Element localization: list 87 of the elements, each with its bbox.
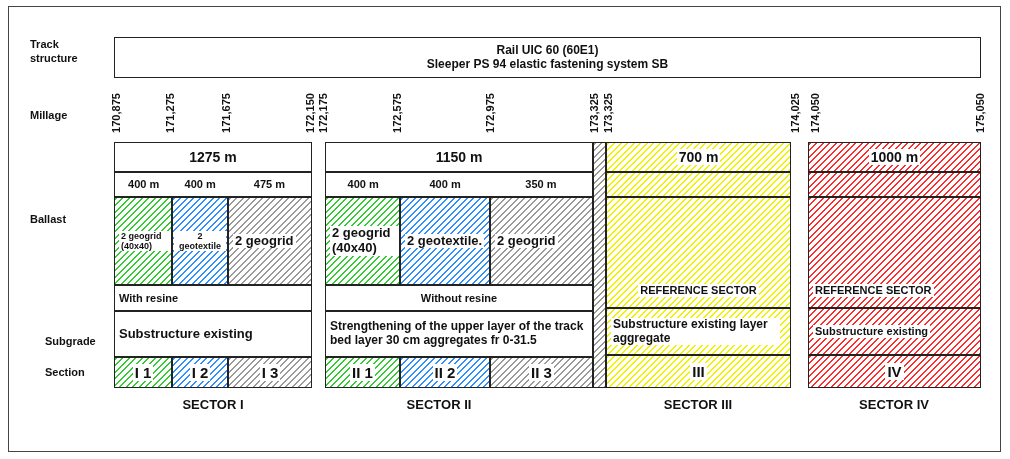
row-label: Subgrade bbox=[45, 335, 96, 347]
table-cell bbox=[325, 311, 593, 357]
table-cell bbox=[172, 357, 228, 388]
table-cell bbox=[114, 311, 312, 357]
table-cell bbox=[325, 197, 400, 285]
mileage-value: 173,325 bbox=[587, 92, 601, 135]
cell-text: II 3 bbox=[529, 363, 554, 382]
length-text: 475 m bbox=[252, 178, 287, 191]
length-text: 400 m bbox=[183, 178, 217, 191]
cell-text: III bbox=[690, 362, 707, 381]
track-spec-text: Sleeper PS 94 elastic fastening system SB bbox=[426, 57, 669, 72]
table-cell bbox=[400, 197, 490, 285]
cell-text: 2 geogrid bbox=[495, 233, 558, 249]
hatched-strip bbox=[593, 142, 606, 388]
table-cell bbox=[114, 142, 312, 172]
cell-text: I 2 bbox=[189, 363, 211, 382]
table-cell bbox=[114, 172, 312, 197]
cell-text: 2 geogrid bbox=[233, 233, 296, 249]
row-label: Section bbox=[45, 366, 85, 378]
cell-text: 700 m bbox=[676, 148, 721, 166]
length-text: 350 m bbox=[524, 178, 558, 191]
table-cell bbox=[114, 37, 981, 78]
cell-text: 2 geogrid (40x40) bbox=[330, 226, 399, 256]
cell-text: IV bbox=[885, 362, 904, 381]
table-cell bbox=[606, 142, 791, 172]
cell-text: Strengthening of the upper layer of the track bed layer 30 cm aggregates fr 0-31.5 bbox=[330, 320, 585, 348]
cell-text: 1275 m bbox=[189, 148, 237, 166]
table-cell bbox=[114, 357, 172, 388]
table-cell bbox=[400, 357, 490, 388]
cell-text: Substructure existing bbox=[119, 326, 253, 342]
cell-text: Substructure existing bbox=[813, 325, 931, 338]
table-cell bbox=[808, 355, 981, 388]
cell-text: REFERENCE SECTOR bbox=[638, 284, 759, 297]
mileage-value: 172,975 bbox=[483, 92, 497, 135]
row-label: Ballast bbox=[30, 213, 67, 225]
cell-text: I 3 bbox=[259, 363, 281, 382]
table-cell bbox=[325, 357, 400, 388]
cell-text: Substructure existing layer aggregate bbox=[611, 317, 780, 346]
cell-text: II 1 bbox=[350, 363, 375, 382]
table-cell bbox=[490, 357, 593, 388]
track-spec-text: Rail UIC 60 (60E1) bbox=[496, 43, 599, 58]
mileage-value: 173,325 bbox=[601, 92, 615, 135]
table-cell bbox=[228, 197, 312, 285]
cell-text: Without resine bbox=[420, 291, 498, 305]
table-cell bbox=[325, 285, 593, 311]
hatched-strip bbox=[606, 172, 791, 197]
mileage-value: 174,025 bbox=[788, 92, 802, 135]
row-label: Track structure bbox=[30, 37, 79, 66]
row-label: Millage bbox=[30, 109, 68, 121]
mileage-value: 172,575 bbox=[390, 92, 404, 135]
mileage-value: 175,050 bbox=[973, 92, 987, 135]
table-cell bbox=[808, 197, 981, 308]
mileage-value: 172,150 bbox=[303, 92, 317, 135]
cell-text: With resine bbox=[119, 291, 179, 305]
sector-label: SECTOR IV bbox=[859, 397, 929, 412]
length-text: 400 m bbox=[346, 178, 380, 191]
mileage-value: 171,275 bbox=[163, 92, 177, 135]
length-text: 400 m bbox=[127, 178, 161, 191]
mileage-value: 174,050 bbox=[808, 92, 822, 135]
table-cell bbox=[490, 197, 593, 285]
hatched-strip bbox=[808, 172, 981, 197]
cell-text: I 1 bbox=[132, 363, 154, 382]
cell-text: REFERENCE SECTOR bbox=[813, 284, 934, 297]
cell-text: 1000 m bbox=[868, 148, 921, 166]
cell-text: 2 geotextile. bbox=[405, 233, 485, 249]
mileage-value: 170,875 bbox=[109, 92, 123, 135]
length-text: 400 m bbox=[428, 178, 462, 191]
sector-label: SECTOR II bbox=[406, 397, 472, 412]
cell-text: 2 geotextile bbox=[174, 230, 226, 252]
table-cell bbox=[606, 355, 791, 388]
mileage-value: 171,675 bbox=[219, 92, 233, 135]
table-cell bbox=[325, 172, 593, 197]
table-cell bbox=[606, 197, 791, 308]
table-cell bbox=[606, 308, 791, 355]
table-cell bbox=[172, 197, 228, 285]
cell-text: 2 geogrid (40x40) bbox=[119, 230, 171, 252]
table-cell bbox=[325, 142, 593, 172]
mileage-value: 172,175 bbox=[316, 92, 330, 135]
table-cell bbox=[114, 285, 312, 311]
table-cell bbox=[114, 197, 172, 285]
table-cell bbox=[228, 357, 312, 388]
table-cell bbox=[808, 142, 981, 172]
table-cell bbox=[808, 308, 981, 355]
sector-label: SECTOR III bbox=[663, 397, 733, 412]
cell-text: 1150 m bbox=[435, 148, 483, 166]
sector-label: SECTOR I bbox=[182, 397, 244, 412]
cell-text: II 2 bbox=[432, 363, 458, 382]
